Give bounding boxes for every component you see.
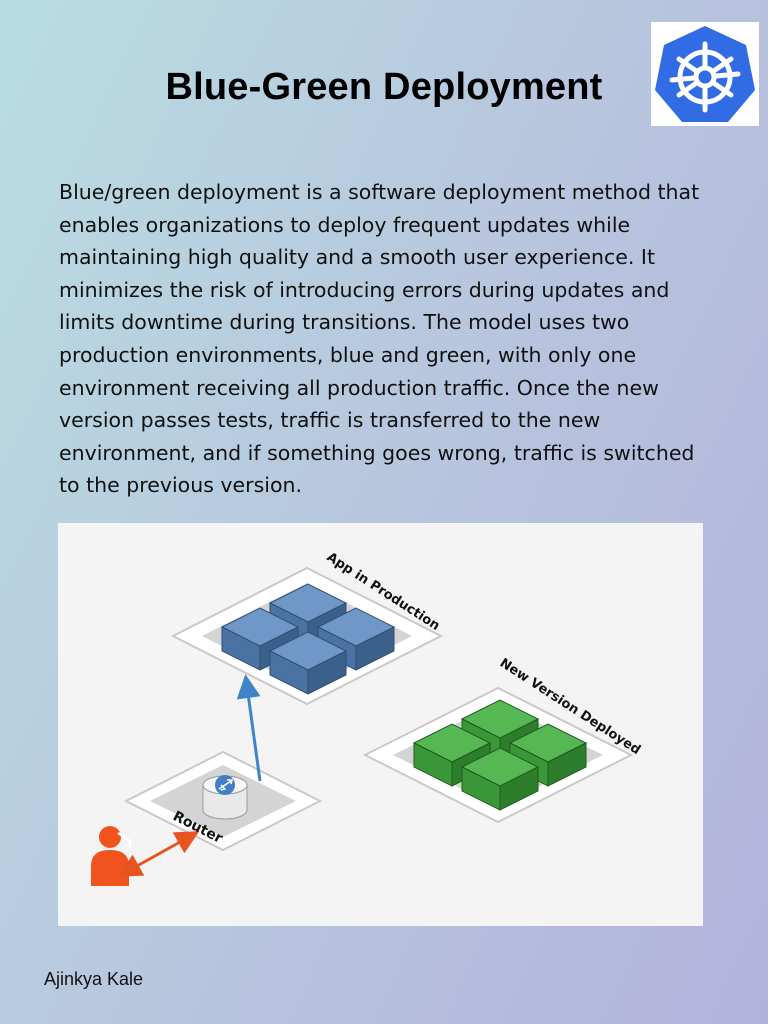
user-icon bbox=[91, 826, 132, 886]
description-text: Blue/green deployment is a software depl… bbox=[59, 180, 700, 498]
blue-block bbox=[220, 607, 300, 671]
author-name: Ajinkya Kale bbox=[44, 969, 144, 989]
green-blocks bbox=[412, 699, 588, 811]
deployment-diagram: App in Production New Version Deployed R… bbox=[58, 523, 703, 926]
kubernetes-helm-wheel-icon bbox=[655, 26, 755, 122]
blue-block bbox=[268, 631, 348, 695]
page-title: Blue-Green Deployment bbox=[165, 66, 603, 108]
router-icon bbox=[202, 775, 248, 820]
kubernetes-logo bbox=[651, 22, 759, 126]
green-block bbox=[460, 747, 540, 811]
user-request-arrow bbox=[117, 831, 200, 877]
blue-blocks bbox=[220, 583, 396, 695]
traffic-arrow bbox=[236, 674, 262, 782]
